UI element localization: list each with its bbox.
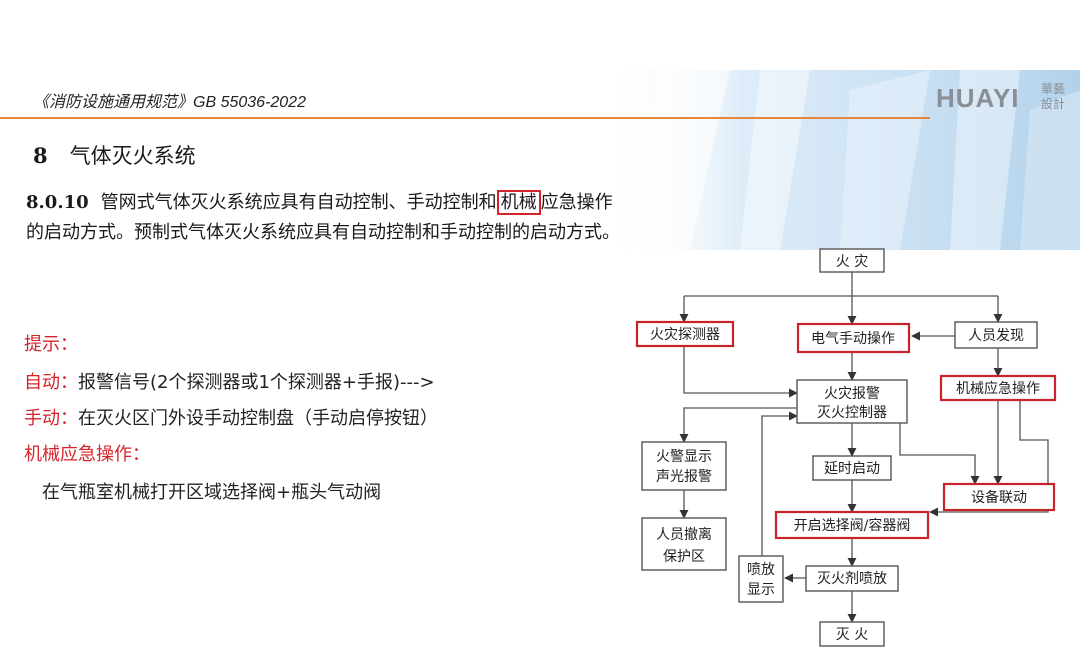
node-evac-label-1: 人员撤离: [656, 526, 712, 543]
node-evac-box: [641, 517, 727, 571]
node-manual-elec-label: 电气手动操作: [811, 331, 895, 347]
node-open-valve-label: 开启选择阀/容器阀: [794, 517, 911, 534]
tip-auto-label: 自动：: [24, 372, 78, 393]
tip-mech-label: 机械应急操作：: [24, 444, 150, 465]
tip-auto: 自动：报警信号(2个探测器或1个探测器+手报)--->: [24, 368, 435, 394]
node-delay-box: [812, 455, 892, 481]
node-linkage-box: [942, 482, 1056, 512]
logo-chinese: 華藝 設計: [1041, 82, 1075, 112]
tip-mechanical: 机械应急操作：: [24, 440, 150, 466]
node-spray-display-label-2: 显示: [747, 582, 775, 598]
node-controller-label-2: 灭火控制器: [817, 405, 887, 421]
section-title: 气体灭火系统: [69, 144, 196, 168]
node-alarm-label-1: 火警显示: [656, 449, 712, 465]
node-mech-op-box: [939, 374, 1057, 402]
clause-text-before: 管网式气体灭火系统应具有自动控制、手动控制和: [100, 192, 497, 213]
clause-paragraph: 8.0.10 管网式气体灭火系统应具有自动控制、手动控制和机械应急操作的启动方式。…: [26, 188, 626, 248]
node-fire-box: [819, 248, 885, 273]
node-spray-display-label-1: 喷放: [747, 562, 775, 578]
node-linkage-label: 设备联动: [971, 489, 1027, 506]
tip-auto-text: 报警信号(2个探测器或1个探测器+手报)--->: [78, 372, 435, 393]
flowchart: 火 灾 火灾探测器 电气手动操作 人员发现 火灾报警 灭火控制器 机械应急操作 …: [635, 248, 1057, 647]
node-spray-display-box: [738, 555, 784, 603]
clause-highlighted-word: 机械: [496, 190, 541, 215]
node-mech-op-label: 机械应急操作: [956, 380, 1040, 397]
node-controller-box: [796, 379, 908, 424]
node-open-valve-box: [774, 510, 930, 540]
node-extinguish-label: 灭 火: [836, 627, 868, 643]
header-divider: [0, 117, 930, 119]
tip-manual-label: 手动：: [24, 408, 78, 429]
node-agent-spray-box: [805, 565, 899, 592]
node-controller-label-1: 火灾报警: [824, 385, 880, 402]
section-heading: 8 气体灭火系统: [33, 140, 196, 170]
node-extinguish-box: [819, 621, 885, 647]
section-number: 8: [33, 143, 48, 168]
tip-manual: 手动：在灭火区门外设手动控制盘（手动启停按钮）: [24, 404, 438, 430]
header-background-decoration: [600, 70, 1080, 250]
tip-manual-text: 在灭火区门外设手动控制盘（手动启停按钮）: [78, 408, 438, 429]
node-evac-label-2: 保护区: [663, 549, 705, 565]
node-alarm-label-2: 声光报警: [656, 469, 712, 485]
company-logo: HUAYI 華藝 設計: [936, 82, 1076, 116]
node-detector-box: [635, 320, 735, 348]
node-alarm-box: [641, 441, 727, 491]
clause-text-after: 应急操作的启动方式。预制式气体灭火系统应具有自动控制和手动控制的启动方式。: [26, 192, 620, 243]
document-title: 《消防设施通用规范》GB 55036-2022: [33, 94, 306, 111]
node-fire-label: 火 灾: [836, 253, 868, 270]
clause-number: 8.0.10: [26, 192, 89, 213]
node-manual-elec-box: [796, 322, 911, 354]
node-agent-spray-label: 灭火剂喷放: [817, 571, 887, 587]
logo-chinese-line2: 設計: [1041, 97, 1066, 111]
tip-title: 提示：: [24, 330, 78, 356]
logo-wordmark: HUAYI: [936, 83, 1020, 113]
tip-title-label: 提示：: [24, 334, 78, 355]
node-delay-label: 延时启动: [824, 461, 880, 477]
node-detector-label: 火灾探测器: [650, 326, 720, 343]
node-person-found-label: 人员发现: [968, 328, 1024, 344]
logo-chinese-line1: 華藝: [1041, 82, 1066, 96]
tip-mechanical-detail: 在气瓶室机械打开区域选择阀+瓶头气动阀: [42, 478, 381, 504]
tip-mech-text: 在气瓶室机械打开区域选择阀+瓶头气动阀: [42, 482, 382, 503]
node-person-found-box: [954, 321, 1038, 349]
